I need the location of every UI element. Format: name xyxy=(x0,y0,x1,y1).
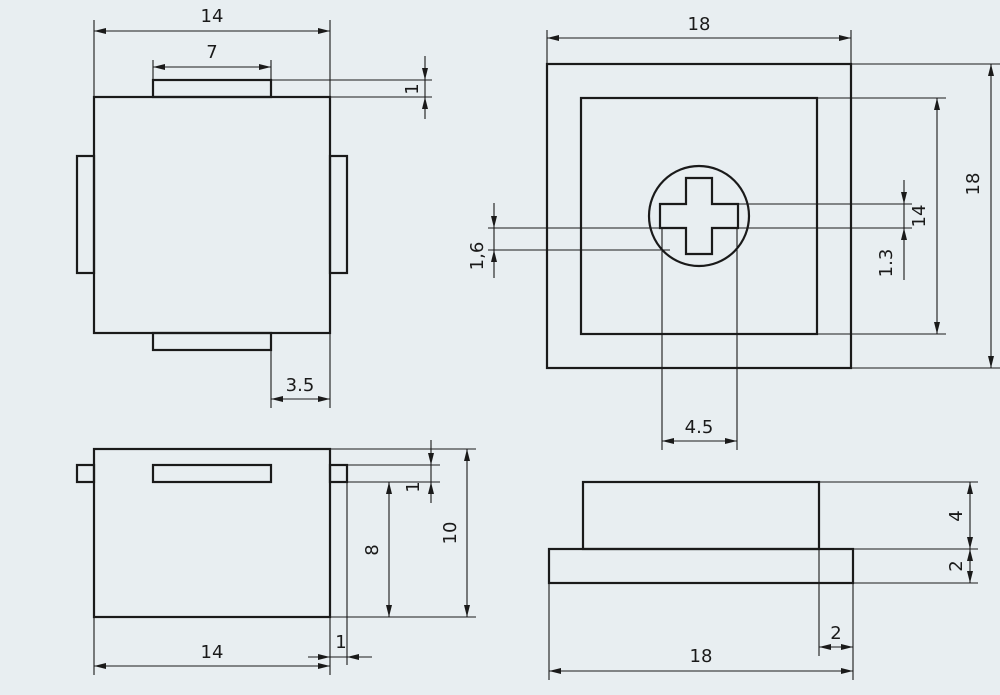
side-top-block xyxy=(581,480,821,551)
dim-label-front-height: 10 xyxy=(440,522,461,545)
side-base xyxy=(547,547,855,585)
dimension-side-offset: 2 xyxy=(818,549,854,680)
dimension-side-base-height: 2 xyxy=(853,549,978,584)
view-top-right: 18 18 14 1.3 xyxy=(467,14,1000,450)
dimension-cross-width: 4.5 xyxy=(661,228,738,450)
screw-head xyxy=(647,164,751,268)
view-front-left: 14 1 8 10 xyxy=(75,440,476,675)
dimension-cross-height: 1.3 xyxy=(738,180,912,280)
dimension-offset: 3.5 xyxy=(270,333,331,408)
front-body xyxy=(92,447,332,619)
phillips-cross xyxy=(658,176,740,256)
dimension-front-width: 14 xyxy=(93,617,331,675)
dim-label-front-slot: 1 xyxy=(403,481,424,492)
dim-label-tab-height: 1 xyxy=(402,83,423,94)
dim-label-front-inner-height: 8 xyxy=(362,544,383,555)
dim-label-width: 14 xyxy=(201,6,224,27)
view-side-right: 4 2 2 18 xyxy=(547,480,978,680)
front-tab-left xyxy=(75,463,96,484)
dim-label-side-top-height: 4 xyxy=(946,510,967,521)
dim-label-front-tab: 1 xyxy=(335,632,346,653)
dimension-front-tab: 1 xyxy=(308,482,372,665)
dim-label-cross-width: 4.5 xyxy=(685,417,714,438)
dimension-cross-bar: 1,6 xyxy=(467,203,670,278)
dim-label-offset: 3.5 xyxy=(286,375,315,396)
tab-top xyxy=(151,78,273,99)
dim-label-tab-width: 7 xyxy=(206,42,217,63)
main-body xyxy=(92,95,332,335)
dimension-width: 14 xyxy=(93,6,331,97)
dimension-inner-height: 14 xyxy=(817,97,946,335)
tab-bottom xyxy=(151,331,273,352)
dimension-tab-height: 1 xyxy=(271,56,432,119)
dim-label-top-width: 18 xyxy=(688,14,711,35)
dim-label-side-width: 18 xyxy=(690,646,713,667)
tab-left xyxy=(75,154,96,275)
dimension-top-height: 18 xyxy=(851,63,1000,369)
view-top-left: 14 7 1 3.5 xyxy=(75,6,432,408)
tab-right xyxy=(328,154,349,275)
dimension-front-inner-height: 8 xyxy=(347,481,398,618)
front-tab-right xyxy=(328,463,349,484)
dimension-top-width: 18 xyxy=(546,14,852,64)
dimension-tab-width: 7 xyxy=(152,42,272,80)
dim-label-cross-height: 1.3 xyxy=(876,249,897,278)
dimension-side-width: 18 xyxy=(548,583,853,680)
dimension-side-top-height: 4 xyxy=(819,481,978,550)
dimension-front-height: 10 xyxy=(330,448,476,618)
outer-square xyxy=(545,62,853,370)
dim-label-side-offset: 2 xyxy=(830,623,841,644)
dim-label-inner-height: 14 xyxy=(909,205,930,228)
dim-label-front-width: 14 xyxy=(201,642,224,663)
inner-square xyxy=(579,96,819,336)
dim-label-side-base-height: 2 xyxy=(946,560,967,571)
front-slot xyxy=(151,463,273,484)
dim-label-top-height: 18 xyxy=(963,173,984,196)
dim-label-cross-bar: 1,6 xyxy=(467,242,488,271)
